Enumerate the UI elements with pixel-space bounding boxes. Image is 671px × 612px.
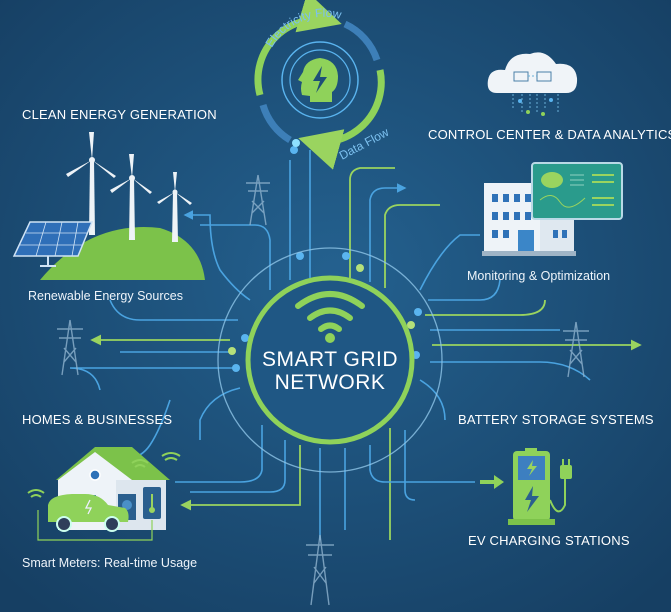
- clean-energy-section: CLEAN ENERGY GENERATION Renewable Energy…: [12, 107, 217, 303]
- smart-grid-hub: SMART GRID NETWORK: [217, 247, 443, 473]
- homes-caption: Smart Meters: Real-time Usage: [22, 556, 197, 570]
- battery-section: BATTERY STORAGE SYSTEMS EV CHARGING STAT…: [458, 412, 654, 548]
- cloud-data-icon: [487, 52, 578, 116]
- power-pylon-icons: [57, 174, 589, 606]
- head-lightning-icon: [298, 58, 338, 102]
- green-hill: [40, 227, 205, 280]
- analytics-monitor-icon: [531, 162, 623, 220]
- smart-home-icon: [27, 447, 181, 541]
- wifi-icon: [295, 291, 365, 332]
- center-title-line1: SMART GRID: [262, 348, 398, 371]
- network-lines: [69, 146, 642, 540]
- battery-title: BATTERY STORAGE SYSTEMS: [458, 412, 654, 427]
- wind-turbine-icons: [66, 132, 192, 242]
- control-center-section: CONTROL CENTER & DATA ANALYTICS Monitori…: [428, 52, 671, 283]
- ev-charging-caption: EV CHARGING STATIONS: [468, 533, 630, 548]
- solar-panel-icon: [12, 221, 94, 267]
- ev-charger-icon: [508, 448, 572, 525]
- clean-energy-title: CLEAN ENERGY GENERATION: [22, 107, 217, 122]
- arrow-icon: [480, 475, 504, 489]
- homes-title: HOMES & BUSINESSES: [22, 412, 172, 427]
- control-center-title: CONTROL CENTER & DATA ANALYTICS: [428, 127, 671, 142]
- clean-energy-caption: Renewable Energy Sources: [28, 289, 183, 303]
- center-title-line2: NETWORK: [275, 371, 386, 394]
- control-center-caption: Monitoring & Optimization: [467, 269, 610, 283]
- homes-section: HOMES & BUSINESSES Smart Meters: Real-ti…: [22, 412, 197, 570]
